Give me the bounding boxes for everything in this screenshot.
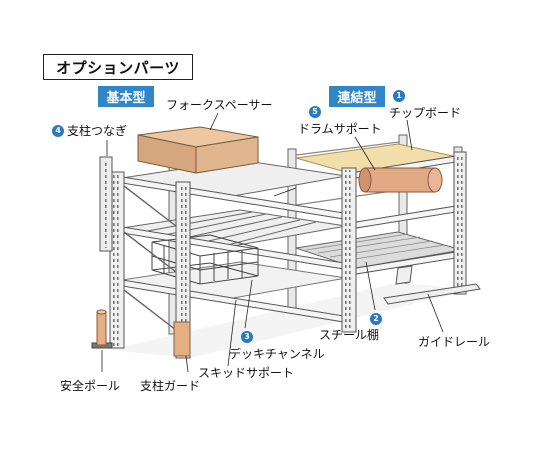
callout-number-5: 5 [309, 106, 321, 118]
column-guard-label: 支柱ガード [140, 379, 201, 393]
linked-type-tag: 連結型 [329, 86, 385, 107]
basic-type-tag: 基本型 [98, 86, 154, 107]
front-uprights [109, 151, 467, 359]
guide-rail [383, 283, 481, 305]
safety-pole-label: 安全ポール [60, 379, 121, 393]
column-guard [173, 321, 191, 357]
skid-support-label: スキッドサポート [198, 366, 295, 380]
fork-spacer-label: フォークスペーサー [166, 98, 273, 112]
drum-support-label: ドラムサポート [298, 122, 382, 136]
leader-lines [101, 112, 444, 373]
drum [358, 167, 443, 193]
callout-number-3: 3 [241, 331, 253, 343]
guide-rail-leg [395, 265, 413, 285]
callout-number-4: 4 [52, 125, 64, 137]
deck-channel-label: デッキチャンネル [229, 347, 325, 361]
bottom-deck-left [121, 261, 347, 301]
callout-number-2: 2 [370, 313, 382, 325]
option-parts-title: オプションパーツ [43, 54, 193, 80]
column-connector [99, 156, 113, 252]
safety-pole [91, 309, 113, 349]
column-connector-label: 支柱つなぎ [67, 124, 128, 138]
side-bracing [123, 185, 177, 331]
fork-spacer-box [137, 126, 259, 174]
guide-rail-label: ガイドレール [418, 335, 491, 349]
steel-shelf-label: スチール棚 [319, 328, 380, 342]
callout-number-1: 1 [393, 90, 405, 102]
chipboard-label: チップボード [389, 106, 462, 120]
deck-channel [121, 209, 347, 249]
